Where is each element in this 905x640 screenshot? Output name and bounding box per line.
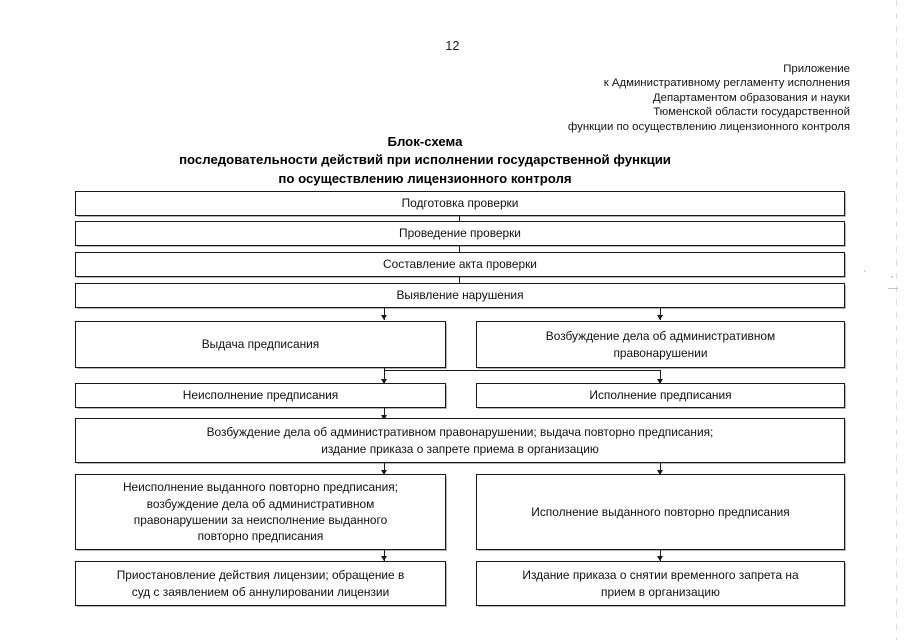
flow-node-violation-detected: Выявление нарушения	[75, 283, 845, 308]
scan-speckle	[864, 270, 866, 272]
arrowhead-5-8	[657, 379, 663, 384]
scan-edge-artifact	[896, 0, 897, 640]
scan-speckle	[891, 276, 893, 278]
flow-node-label: Неисполнение выданного повторно предписа…	[122, 480, 399, 544]
page-title: Блок-схема последовательности действий п…	[75, 133, 775, 188]
flow-node-label: Приостановление действия лицензии; обращ…	[116, 568, 405, 599]
connector-9-10	[384, 463, 386, 475]
title-line-1: Блок-схема	[387, 134, 463, 149]
flow-node-label: Выявление нарушения	[396, 288, 524, 303]
flow-node-preparation: Подготовка проверки	[75, 191, 845, 216]
arrowhead-5-7	[381, 379, 387, 384]
title-line-3: по осуществлению лицензионного контроля	[278, 170, 572, 186]
flow-node-license-suspension: Приостановление действия лицензии; обращ…	[75, 561, 446, 606]
flow-node-label: Возбуждение дела об административном пра…	[206, 425, 714, 456]
flow-node-ban-lifted: Издание приказа о снятии временного запр…	[476, 561, 845, 606]
flow-node-order-fulfilled: Исполнение предписания	[476, 383, 845, 408]
flow-node-case-repeat-order-ban: Возбуждение дела об административном пра…	[75, 418, 845, 463]
flow-node-label: Подготовка проверки	[401, 196, 519, 211]
flow-node-label: Возбуждение дела об административном пра…	[545, 329, 776, 360]
flow-node-label: Проведение проверки	[399, 226, 521, 241]
flow-node-issue-order: Выдача предписания	[75, 321, 446, 368]
appendix-line-3: Департаментом образования и науки	[652, 91, 850, 104]
appendix-line-5: функции по осуществлению лицензионного к…	[567, 120, 850, 133]
flow-node-label: Исполнение выданного повторно предписани…	[531, 504, 790, 519]
appendix-line-2: к Административному регламенту исполнени…	[603, 77, 850, 90]
arrowhead-4-5	[381, 315, 387, 320]
connector-4-5	[384, 308, 386, 320]
connector-5-8-vertical	[660, 370, 662, 384]
flow-node-repeat-order-not-fulfilled: Неисполнение выданного повторно предписа…	[75, 474, 446, 550]
connector-7-9	[384, 408, 386, 421]
arrowhead-7-9	[381, 415, 387, 420]
title-line-2: последовательности действий при исполнен…	[179, 152, 671, 168]
flow-node-label: Выдача предписания	[201, 337, 320, 352]
flow-node-conducting: Проведение проверки	[75, 221, 845, 246]
flow-node-label: Издание приказа о снятии временного запр…	[522, 568, 799, 599]
arrowhead-4-6	[657, 315, 663, 320]
connector-4-6	[660, 308, 662, 320]
arrowhead-9-10	[381, 470, 387, 475]
flow-node-order-not-fulfilled: Неисполнение предписания	[75, 383, 446, 408]
flow-node-label: Исполнение предписания	[589, 388, 732, 403]
flow-node-label: Составление акта проверки	[383, 257, 537, 272]
arrowhead-11-13	[657, 556, 663, 561]
appendix-reference-block: Приложение к Административному регламент…	[410, 62, 850, 134]
connector-9-11	[660, 463, 662, 475]
flow-node-administrative-case: Возбуждение дела об административном пра…	[476, 321, 845, 368]
arrowhead-9-11	[657, 470, 663, 475]
page-number: 12	[445, 39, 460, 53]
connector-5-7	[384, 368, 386, 384]
flow-node-repeat-order-fulfilled: Исполнение выданного повторно предписани…	[476, 474, 845, 550]
appendix-line-4: Тюменской области государственной	[653, 106, 850, 119]
arrowhead-10-12	[381, 556, 387, 561]
appendix-line-1: Приложение	[783, 63, 850, 75]
scan-speckle	[888, 288, 898, 290]
flow-node-act-drafting: Составление акта проверки	[75, 252, 845, 277]
connector-5-8-horizontal	[384, 370, 661, 372]
flow-node-label: Неисполнение предписания	[182, 388, 339, 403]
